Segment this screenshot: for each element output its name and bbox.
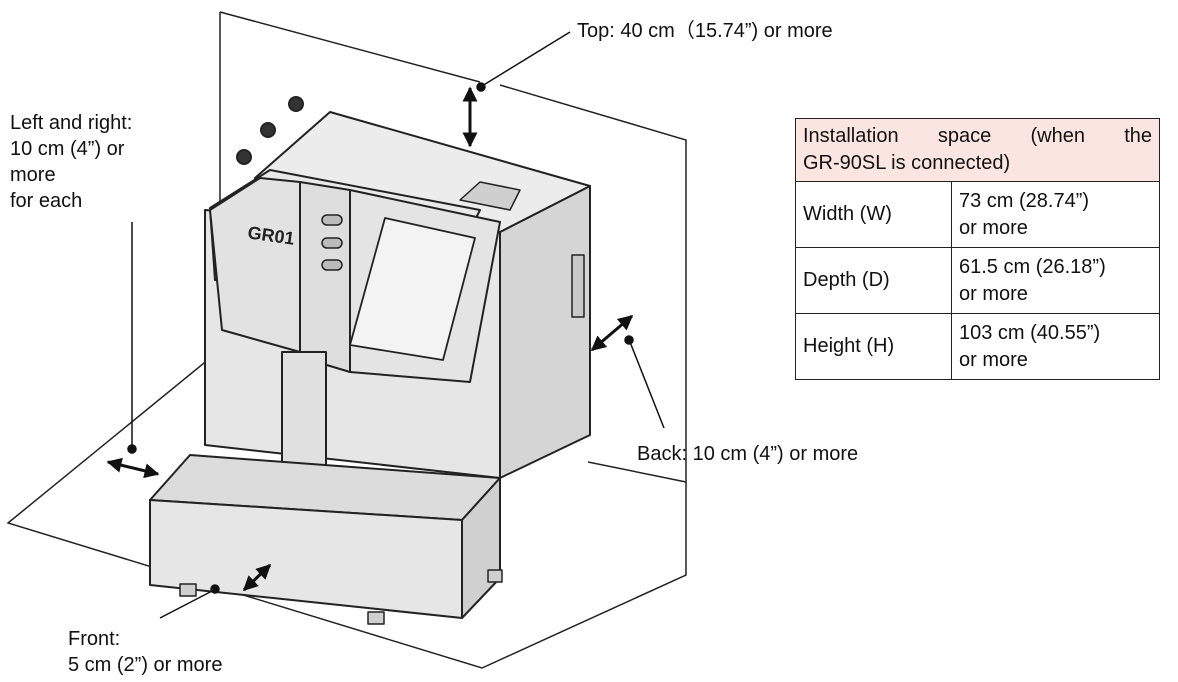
- top-clearance-label: Top: 40 cm（15.74”) or more: [577, 20, 833, 42]
- foot-3: [487, 569, 503, 583]
- analyzer-device: GR01: [149, 96, 591, 625]
- tray-front: [149, 499, 463, 619]
- panel-button-1: [321, 214, 343, 226]
- clearance-arrows: [106, 86, 634, 592]
- reagent-caps: [236, 96, 304, 165]
- value-line: or more: [959, 216, 1028, 239]
- dimension-label: Depth (D): [795, 247, 952, 314]
- value-line: 103 cm (40.55”): [959, 321, 1101, 344]
- printer-slot: [459, 181, 521, 211]
- side-clearance-line: more: [10, 164, 56, 186]
- side-handle: [571, 254, 585, 318]
- installation-space-table: Installation space (when the GR-90SL is …: [795, 118, 1160, 380]
- value-line: 61.5 cm (26.18”): [959, 255, 1106, 278]
- dimension-label: Width (W): [795, 181, 952, 248]
- front-clearance-line: 5 cm (2”) or more: [68, 654, 223, 676]
- table-header-line: GR-90SL is connected): [803, 152, 1011, 174]
- back-arrow: [590, 314, 634, 352]
- table-row: Height (H) 103 cm (40.55”) or more: [795, 313, 1160, 380]
- touch-screen: [349, 217, 476, 361]
- button-panel: [299, 181, 351, 373]
- value-line: or more: [959, 282, 1028, 305]
- table-row: Depth (D) 61.5 cm (26.18”) or more: [795, 247, 1160, 314]
- panel-button-3: [321, 259, 343, 271]
- table-header-line: Installation space (when the: [803, 125, 1152, 147]
- device-right-side: [499, 185, 591, 479]
- front-clearance-line: Front:: [68, 628, 121, 650]
- leader-lines: [127, 31, 665, 619]
- side-clearance-line: for each: [10, 190, 83, 212]
- table-row: Width (W) 73 cm (28.74”) or more: [795, 181, 1160, 248]
- side-arrow: [106, 457, 160, 479]
- side-clearance-line: Left and right:: [10, 112, 133, 134]
- panel-button-2: [321, 237, 343, 249]
- side-clearance-line: 10 cm (4”) or: [10, 138, 125, 160]
- front-clearance-label: Front: 5 cm (2”) or more: [68, 626, 222, 678]
- dimension-value: 103 cm (40.55”) or more: [951, 313, 1160, 380]
- dimension-value: 61.5 cm (26.18”) or more: [951, 247, 1160, 314]
- side-clearance-label: Left and right: 10 cm (4”) or more for e…: [10, 110, 132, 214]
- foot-1: [179, 583, 197, 597]
- dimension-value: 73 cm (28.74”) or more: [951, 181, 1160, 248]
- dimension-label: Height (H): [795, 313, 952, 380]
- back-clearance-label: Back: 10 cm (4”) or more: [637, 443, 859, 465]
- table-header-row: Installation space (when the GR-90SL is …: [795, 118, 1160, 182]
- value-line: 73 cm (28.74”): [959, 189, 1090, 212]
- value-line: or more: [959, 348, 1028, 371]
- sampler-cover: [209, 177, 301, 353]
- front-arrow: [242, 563, 272, 592]
- table-header-cell: Installation space (when the GR-90SL is …: [795, 118, 1160, 182]
- foot-2: [367, 611, 385, 625]
